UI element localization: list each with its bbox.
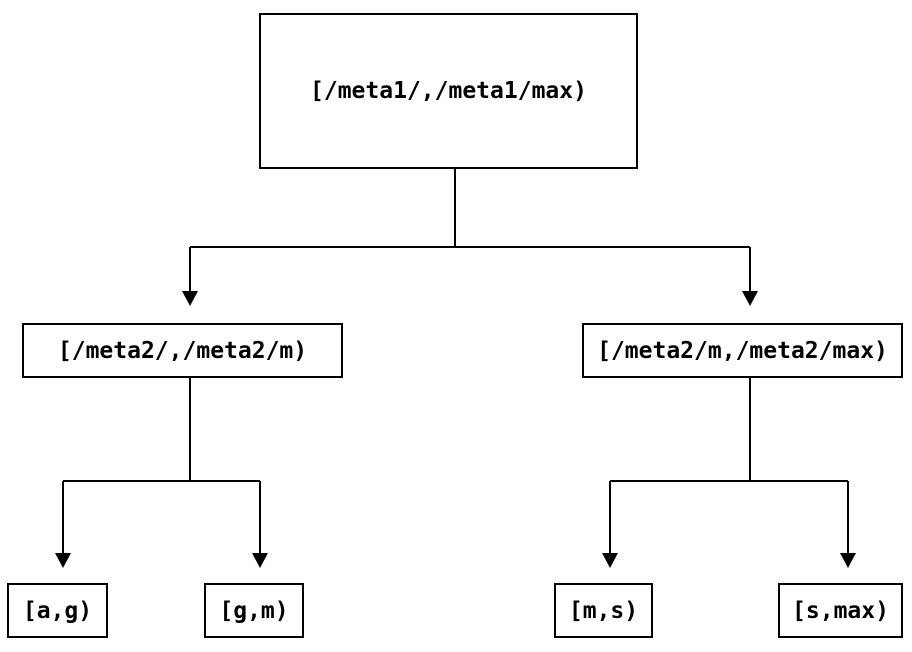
node-leaf-smax: [s,max)	[778, 583, 903, 638]
node-leaf-ag: [a,g)	[7, 583, 108, 638]
arrowhead-to-ms-icon	[602, 553, 618, 568]
node-left-interval: [/meta2/,/meta2/m)	[22, 323, 343, 378]
node-root-interval: [/meta1/,/meta1/max)	[259, 13, 638, 169]
arrowhead-to-smax-icon	[840, 553, 856, 568]
arrowhead-to-ag-icon	[55, 553, 71, 568]
arrowhead-to-gm-icon	[252, 553, 268, 568]
arrowhead-to-right-node-icon	[742, 291, 758, 306]
arrowhead-to-left-node-icon	[182, 291, 198, 306]
node-leaf-gm: [g,m)	[204, 583, 304, 638]
node-right-interval: [/meta2/m,/meta2/max)	[582, 323, 903, 378]
node-leaf-ms: [m,s)	[554, 583, 653, 638]
